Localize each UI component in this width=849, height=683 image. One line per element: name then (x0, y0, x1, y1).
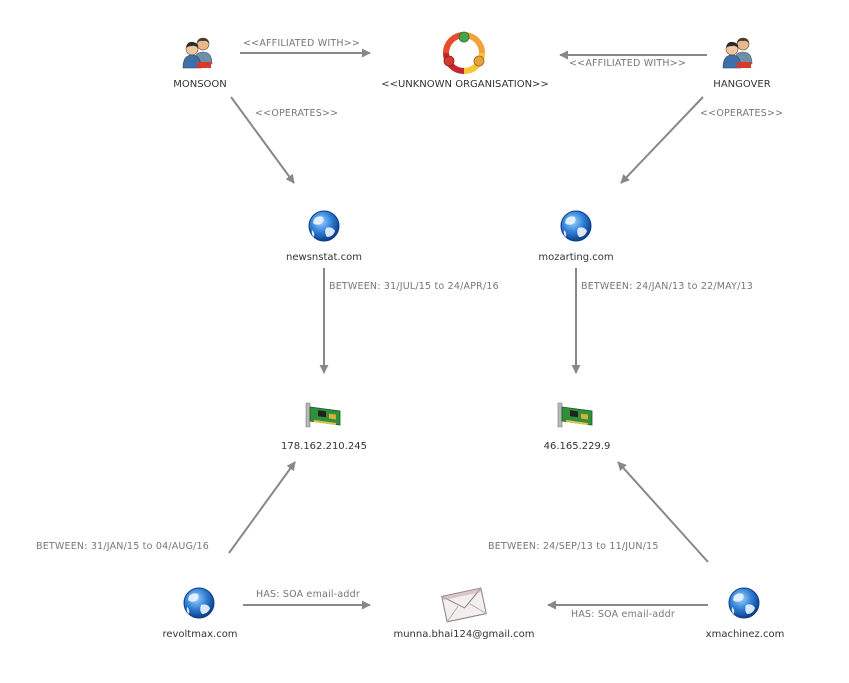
network-card-icon[interactable] (557, 402, 593, 428)
edge-hangover-operates (620, 96, 704, 184)
node-label-hangover: HANGOVER (713, 79, 771, 90)
edge-label-hangover-operates: <<OPERATES>> (700, 108, 784, 119)
globe-icon[interactable] (183, 587, 215, 619)
edge-label-newsnstat-between: BETWEEN: 31/JUL/15 to 24/APR/16 (329, 281, 499, 292)
node-label-monsoon: MONSOON (173, 79, 227, 90)
envelope-icon[interactable] (441, 587, 487, 623)
globe-icon[interactable] (728, 587, 760, 619)
edge-monsoon-operates (230, 96, 295, 184)
node-label-unknown-organisation: <<UNKNOWN ORGANISATION>> (381, 79, 549, 90)
node-label-email: munna.bhai124@gmail.com (393, 629, 535, 640)
node-label-mozarting: mozarting.com (538, 252, 614, 263)
edge-label-xmachinez-between: BETWEEN: 24/SEP/13 to 11/JUN/15 (488, 541, 659, 552)
network-card-icon[interactable] (305, 402, 341, 428)
edge-label-revoltmax-has: HAS: SOA email-addr (256, 589, 360, 600)
edge-xmachinez-between (617, 461, 709, 563)
edge-label-hangover-affiliated: <<AFFILIATED WITH>> (569, 58, 687, 69)
edge-label-monsoon-affiliated: <<AFFILIATED WITH>> (243, 38, 361, 49)
node-label-ip-178: 178.162.210.245 (281, 441, 367, 452)
node-label-ip-46: 46.165.229.9 (543, 441, 611, 452)
group-icon[interactable] (182, 37, 213, 69)
edge-label-xmachinez-has: HAS: SOA email-addr (571, 609, 675, 620)
organisation-icon[interactable] (443, 31, 485, 74)
group-icon[interactable] (722, 37, 753, 69)
edge-label-revoltmax-between: BETWEEN: 31/JAN/15 to 04/AUG/16 (36, 541, 210, 552)
node-label-revoltmax: revoltmax.com (162, 629, 238, 640)
node-label-newsnstat: newsnstat.com (286, 252, 362, 263)
edge-label-monsoon-operates: <<OPERATES>> (255, 108, 339, 119)
globe-icon[interactable] (308, 210, 340, 242)
edge-revoltmax-between (228, 461, 296, 554)
node-label-xmachinez: xmachinez.com (705, 629, 785, 640)
edge-label-mozarting-between: BETWEEN: 24/JAN/13 to 22/MAY/13 (581, 281, 753, 292)
globe-icon[interactable] (560, 210, 592, 242)
